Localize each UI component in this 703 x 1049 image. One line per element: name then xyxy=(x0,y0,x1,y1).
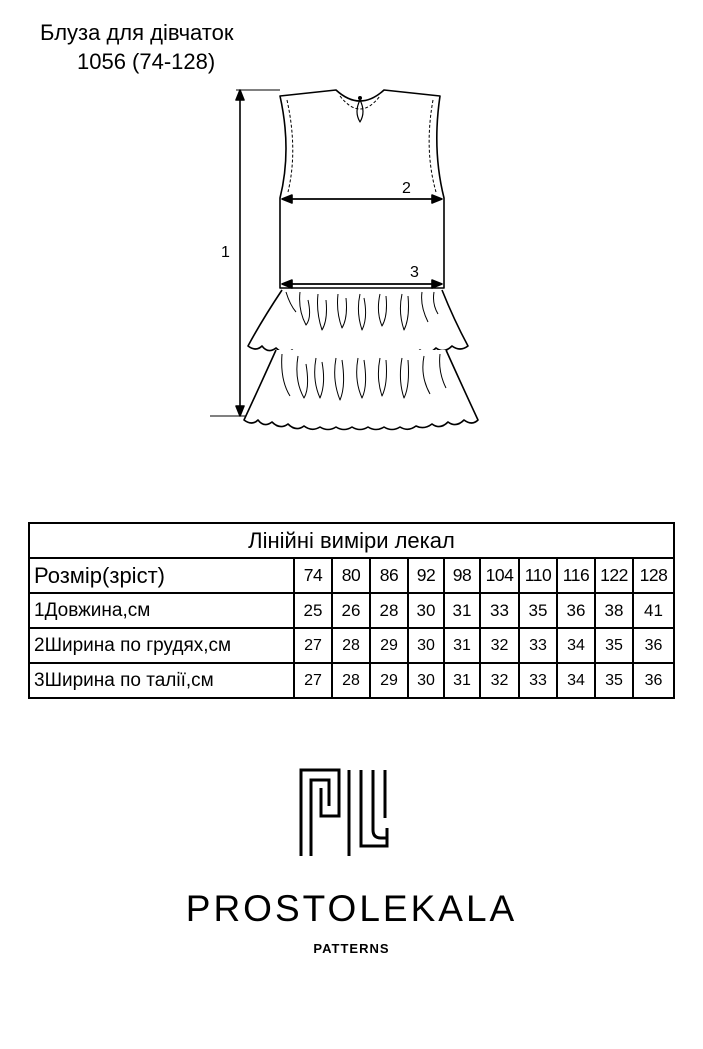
value-cell: 30 xyxy=(407,592,445,629)
value-cell: 28 xyxy=(331,627,371,664)
size-cell: 110 xyxy=(518,557,558,594)
value-cell: 38 xyxy=(594,592,634,629)
garment-sketch xyxy=(210,89,479,431)
value-cell: 31 xyxy=(443,662,481,699)
value-cell: 32 xyxy=(479,662,520,699)
value-cell: 27 xyxy=(293,662,333,699)
dimension-label-waist: 3 xyxy=(410,264,419,281)
value-cell: 27 xyxy=(293,627,333,664)
document-title: Блуза для дівчаток xyxy=(40,20,234,45)
measurements-table: Лінійні виміри лекал Розмір(зріст) 74 80… xyxy=(27,522,676,699)
value-cell: 32 xyxy=(479,627,520,664)
dimension-label-length: 1 xyxy=(221,244,230,261)
value-cell: 34 xyxy=(556,662,596,699)
table-row-chest: 2Ширина по грудях,см 27 28 29 30 31 32 3… xyxy=(28,627,676,664)
value-cell: 29 xyxy=(369,662,409,699)
table-caption: Лінійні виміри лекал xyxy=(27,522,676,559)
value-cell: 33 xyxy=(518,662,558,699)
size-cell: 116 xyxy=(556,557,596,594)
value-cell: 33 xyxy=(479,592,520,629)
table-row-length: 1Довжина,см 25 26 28 30 31 33 35 36 38 4… xyxy=(28,592,676,629)
size-cell: 98 xyxy=(443,557,481,594)
value-cell: 29 xyxy=(369,627,409,664)
value-cell: 33 xyxy=(518,627,558,664)
row-label: 1Довжина,см xyxy=(28,592,295,629)
value-cell: 36 xyxy=(631,627,676,664)
value-cell: 30 xyxy=(407,627,445,664)
value-cell: 36 xyxy=(631,662,676,699)
size-cell: 128 xyxy=(631,557,676,594)
value-cell: 31 xyxy=(443,592,481,629)
size-cell: 104 xyxy=(479,557,520,594)
value-cell: 31 xyxy=(443,627,481,664)
row-label: 3Ширина по талії,см xyxy=(28,662,295,699)
brand-name: PROSTOLEKALA xyxy=(185,888,518,929)
size-cell: 86 xyxy=(369,557,409,594)
brand-tagline: PATTERNS xyxy=(313,941,390,956)
value-cell: 35 xyxy=(518,592,558,629)
table-row-waist: 3Ширина по талії,см 27 28 29 30 31 32 33… xyxy=(28,662,676,699)
value-cell: 26 xyxy=(331,592,371,629)
value-cell: 28 xyxy=(331,662,371,699)
size-cell: 74 xyxy=(293,557,333,594)
size-cell: 122 xyxy=(594,557,634,594)
value-cell: 25 xyxy=(293,592,333,629)
size-header: Розмір(зріст) xyxy=(28,557,295,594)
model-number: 1056 (74-128) xyxy=(77,49,216,74)
row-label: 2Ширина по грудях,см xyxy=(28,627,295,664)
value-cell: 36 xyxy=(556,592,596,629)
size-cell: 92 xyxy=(407,557,445,594)
value-cell: 35 xyxy=(594,627,634,664)
brand-logo-icon xyxy=(299,768,389,856)
value-cell: 35 xyxy=(594,662,634,699)
value-cell: 30 xyxy=(407,662,445,699)
dimension-label-chest: 2 xyxy=(402,180,411,197)
table-row-sizes: Розмір(зріст) 74 80 86 92 98 104 110 116… xyxy=(28,557,676,594)
value-cell: 41 xyxy=(631,592,676,629)
value-cell: 34 xyxy=(556,627,596,664)
size-cell: 80 xyxy=(331,557,371,594)
value-cell: 28 xyxy=(369,592,409,629)
